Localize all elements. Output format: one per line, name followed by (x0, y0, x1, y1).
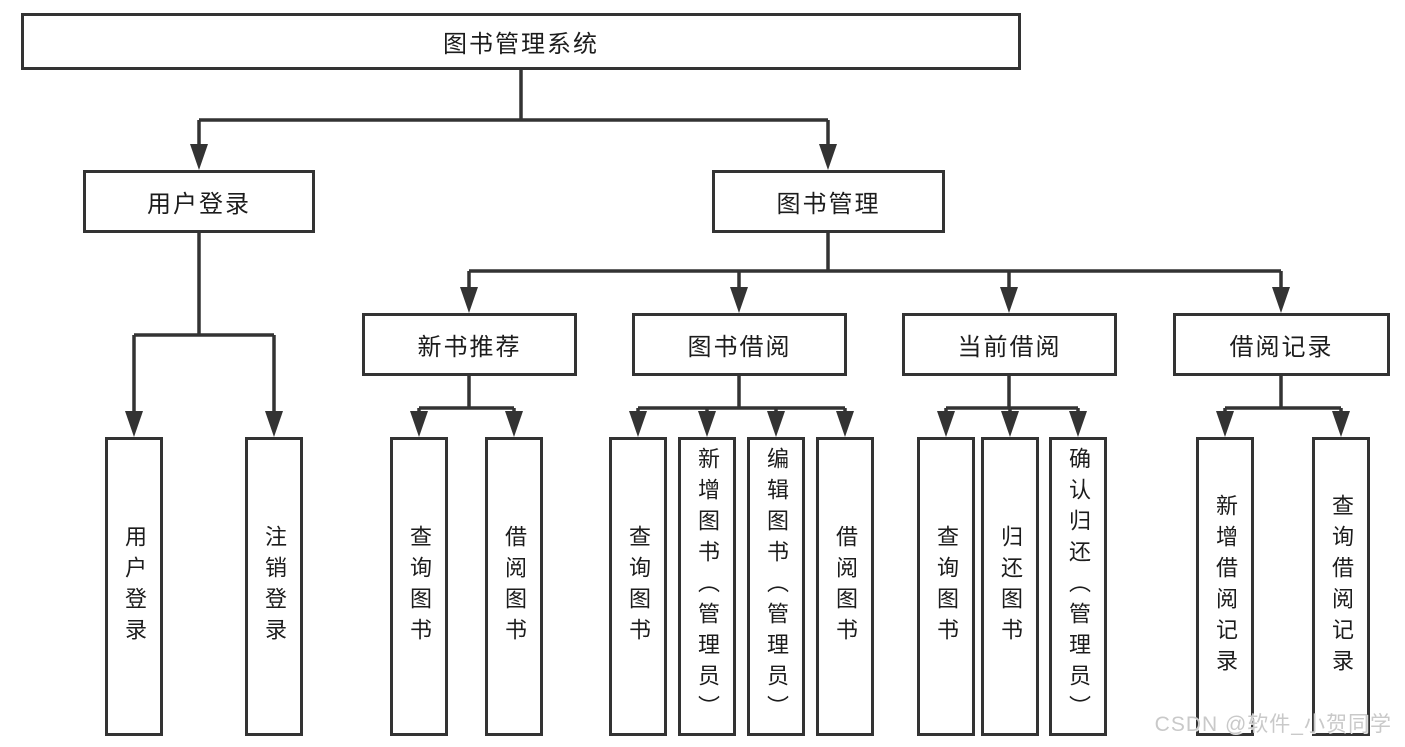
node-leaf-records-query: 查询借阅记录 (1312, 437, 1370, 736)
connector-new-book-split (417, 375, 516, 417)
node-user-login: 用户登录 (83, 170, 315, 233)
arrow-icon (1069, 411, 1087, 437)
arrow-icon (505, 411, 523, 437)
node-leaf-user-login: 用户登录 (105, 437, 163, 736)
node-leaf-current-confirm-admin: 确认归还（管理员） (1049, 437, 1107, 736)
arrow-icon (1272, 287, 1290, 313)
node-new-book-recommend: 新书推荐 (362, 313, 577, 376)
arrow-icon (629, 411, 647, 437)
connector-records-split (1223, 375, 1343, 417)
node-borrow-records: 借阅记录 (1173, 313, 1390, 376)
node-leaf-borrowing-edit-admin: 编辑图书（管理员） (747, 437, 805, 736)
arrow-icon (1001, 411, 1019, 437)
node-leaf-borrowing-query: 查询图书 (609, 437, 667, 736)
node-leaf-current-query: 查询图书 (917, 437, 975, 736)
arrow-icon (767, 411, 785, 437)
connector-user-login-split (132, 233, 276, 417)
node-book-borrowing: 图书借阅 (632, 313, 847, 376)
arrow-icon (937, 411, 955, 437)
arrow-icon (819, 144, 837, 170)
connector-book-mgmt-split (467, 233, 1283, 293)
connector-root-split (197, 69, 830, 150)
arrow-icon (410, 411, 428, 437)
arrow-icon (836, 411, 854, 437)
arrow-icon (190, 144, 208, 170)
arrow-icon (125, 411, 143, 437)
node-leaf-records-add: 新增借阅记录 (1196, 437, 1254, 736)
node-leaf-borrowing-add-admin: 新增图书（管理员） (678, 437, 736, 736)
node-root-library-system: 图书管理系统 (21, 13, 1021, 70)
connector-current-split (944, 375, 1080, 417)
connector-borrowing-split (636, 375, 847, 417)
node-book-management: 图书管理 (712, 170, 945, 233)
node-leaf-newbook-query: 查询图书 (390, 437, 448, 736)
node-leaf-logout: 注销登录 (245, 437, 303, 736)
arrow-icon (1332, 411, 1350, 437)
arrow-icon (1000, 287, 1018, 313)
node-leaf-newbook-borrow: 借阅图书 (485, 437, 543, 736)
node-leaf-current-return: 归还图书 (981, 437, 1039, 736)
csdn-watermark: CSDN @软件_小贺同学 (1154, 713, 1392, 736)
arrow-icon (1216, 411, 1234, 437)
node-current-borrowing: 当前借阅 (902, 313, 1117, 376)
arrowheads (125, 144, 1350, 437)
arrow-icon (460, 287, 478, 313)
node-leaf-borrowing-borrow: 借阅图书 (816, 437, 874, 736)
arrow-icon (265, 411, 283, 437)
arrow-icon (730, 287, 748, 313)
arrow-icon (698, 411, 716, 437)
